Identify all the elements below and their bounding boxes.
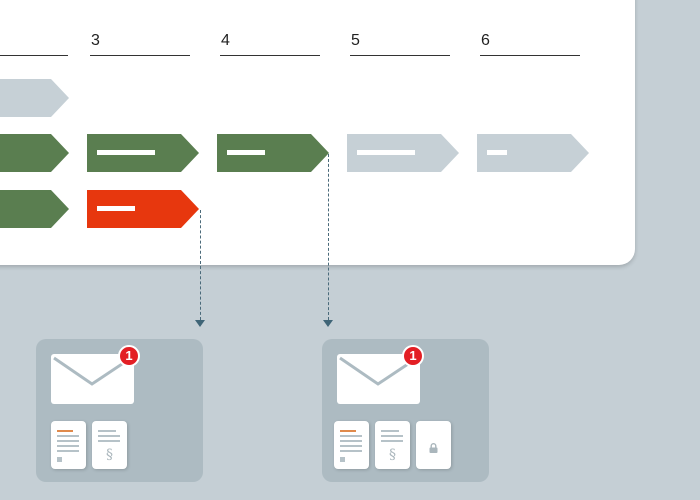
process-step-pending[interactable] xyxy=(347,134,459,172)
process-step-error[interactable] xyxy=(87,190,199,228)
notification-badge: 1 xyxy=(402,345,424,367)
connector-line xyxy=(328,154,329,320)
arrow-down-icon xyxy=(323,320,333,327)
step-label-bar xyxy=(97,150,155,155)
step-label-bar xyxy=(487,150,507,155)
arrow-down-icon xyxy=(195,320,205,327)
column-header-6: 6 xyxy=(480,32,580,56)
lock-icon xyxy=(429,443,438,453)
step-label-bar xyxy=(97,206,135,211)
paragraph-document-icon[interactable]: § xyxy=(375,421,410,469)
column-header-3: 3 xyxy=(90,32,190,56)
column-header-5: 5 xyxy=(350,32,450,56)
notification-panel: 1 § xyxy=(322,339,489,482)
process-step-done[interactable] xyxy=(217,134,329,172)
notification-panel: 1 § xyxy=(36,339,203,482)
letter-document-icon[interactable] xyxy=(334,421,369,469)
connector-line xyxy=(200,210,201,320)
letter-document-icon[interactable] xyxy=(51,421,86,469)
process-step-done[interactable] xyxy=(87,134,199,172)
paragraph-icon: § xyxy=(389,447,396,463)
process-step-pending[interactable] xyxy=(477,134,589,172)
step-label-bar xyxy=(227,150,265,155)
locked-document-icon[interactable] xyxy=(416,421,451,469)
column-header-4: 4 xyxy=(220,32,320,56)
paragraph-document-icon[interactable]: § xyxy=(92,421,127,469)
notification-badge: 1 xyxy=(118,345,140,367)
step-label-bar xyxy=(357,150,415,155)
paragraph-icon: § xyxy=(106,447,113,463)
column-header-2 xyxy=(0,32,68,56)
